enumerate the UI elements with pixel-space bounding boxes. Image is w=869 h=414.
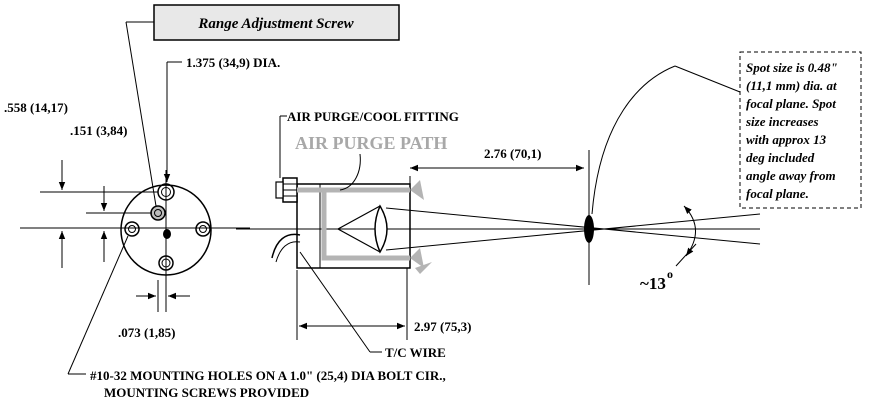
mounting-hole-left bbox=[124, 221, 140, 237]
tc-wire-label: T/C WIRE bbox=[385, 345, 446, 360]
sensor-housing bbox=[296, 183, 411, 269]
spot-note-line-2: (11,1 mm) dia. at bbox=[746, 78, 837, 93]
dim-151: .151 (3,84) bbox=[70, 123, 152, 262]
dim-558: .558 (14,17) bbox=[4, 100, 158, 268]
dim-558-label: .558 (14,17) bbox=[4, 100, 68, 115]
dim-276-label: 2.76 (70,1) bbox=[484, 146, 541, 161]
purge-path-callout: AIR PURGE PATH bbox=[295, 133, 447, 191]
dim-073-label: .073 (1,85) bbox=[118, 325, 175, 340]
spot-note-line-8: focal plane. bbox=[746, 186, 809, 201]
dim-073: .073 (1,85) bbox=[118, 280, 190, 340]
diameter-label: 1.375 (34,9) DIA. bbox=[186, 55, 280, 70]
dim-151-label: .151 (3,84) bbox=[70, 123, 127, 138]
angle-indicator: ~13 o bbox=[640, 205, 697, 293]
spot-note-line-7: angle away from bbox=[746, 168, 836, 183]
diameter-dimension: 1.375 (34,9) DIA. bbox=[163, 55, 280, 182]
range-screw-label: Range Adjustment Screw bbox=[197, 16, 354, 32]
mounting-note: #10-32 MOUNTING HOLES ON A 1.0" (25,4) D… bbox=[67, 235, 446, 400]
dim-276: 2.76 (70,1) bbox=[410, 146, 584, 172]
range-screw bbox=[150, 205, 166, 221]
spot-note-line-6: deg included bbox=[746, 150, 815, 165]
spot-note-line-5: with approx 13 bbox=[746, 132, 827, 147]
mounting-line-2: MOUNTING SCREWS PROVIDED bbox=[104, 385, 309, 400]
air-purge-path bbox=[297, 180, 432, 274]
spot-note-line-3: focal plane. Spot bbox=[746, 96, 836, 111]
dim-297: 2.97 (75,3) bbox=[299, 319, 471, 334]
mounting-line-1: #10-32 MOUNTING HOLES ON A 1.0" (25,4) D… bbox=[90, 368, 446, 383]
purge-fitting-callout: AIR PURGE/COOL FITTING bbox=[279, 109, 459, 178]
side-view bbox=[236, 150, 761, 340]
mounting-hole-right bbox=[195, 221, 211, 237]
tc-wire bbox=[271, 233, 301, 259]
purge-fitting-label: AIR PURGE/COOL FITTING bbox=[287, 109, 459, 124]
tc-wire-callout: T/C WIRE bbox=[299, 251, 446, 360]
front-view bbox=[20, 170, 250, 285]
spot-note-line-4: size increases bbox=[745, 114, 819, 129]
mounting-hole-bottom bbox=[158, 255, 174, 271]
optical-rays bbox=[385, 207, 761, 251]
dim-297-label: 2.97 (75,3) bbox=[414, 319, 471, 334]
spot-note-line-1: Spot size is 0.48" bbox=[746, 60, 838, 75]
housing-circle bbox=[120, 184, 212, 276]
range-screw-callout: Range Adjustment Screw bbox=[125, 4, 400, 207]
purge-path-label: AIR PURGE PATH bbox=[295, 133, 447, 153]
lens bbox=[374, 204, 388, 254]
angle-degree: o bbox=[667, 267, 673, 281]
sensor-dot bbox=[163, 229, 171, 239]
angle-label: ~13 bbox=[640, 274, 666, 293]
spot-note-box: Spot size is 0.48" (11,1 mm) dia. at foc… bbox=[591, 51, 862, 215]
